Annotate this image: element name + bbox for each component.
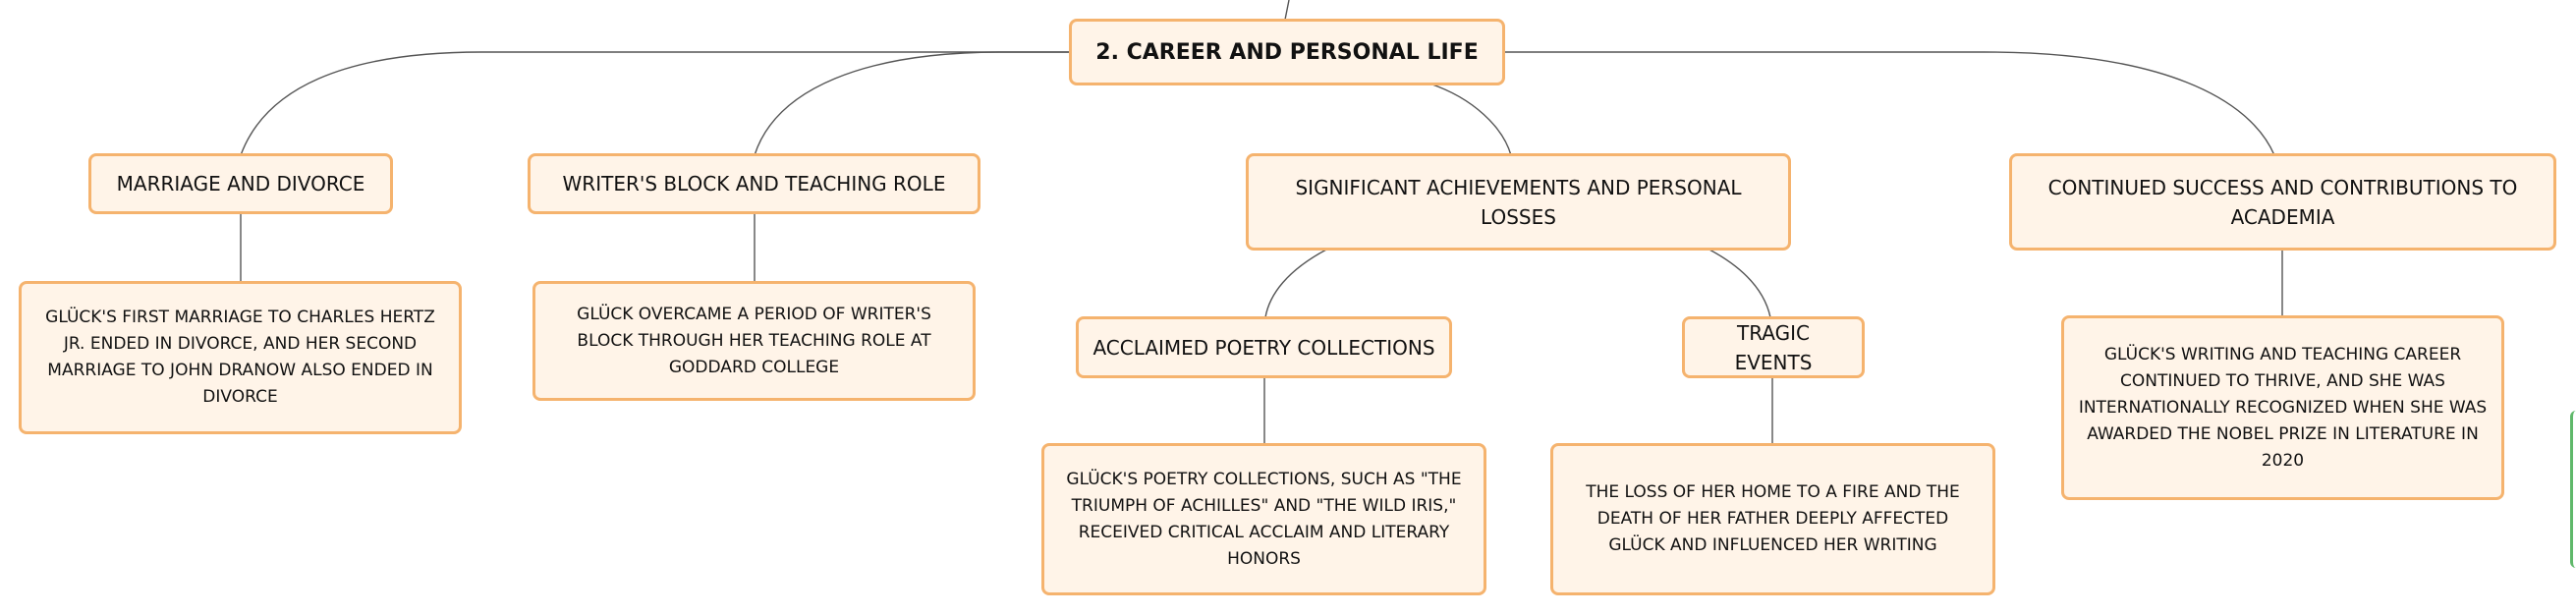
topic-node-marriage-and-divorce[interactable]: MARRIAGE AND DIVORCE [88,153,393,214]
topic-node-achievements-and-losses[interactable]: SIGNIFICANT ACHIEVEMENTS AND PERSONAL LO… [1246,153,1791,251]
connector-root-to-achievements [1428,83,1512,156]
root-node[interactable]: 2. CAREER AND PERSONAL LIFE [1069,19,1505,85]
detail-node-text: GLÜCK'S FIRST MARRIAGE TO CHARLES HERTZ … [45,308,435,407]
connector-achievements-to-tragic [1707,248,1771,318]
subtopic-node-tragic-events[interactable]: TRAGIC EVENTS [1682,316,1865,378]
detail-node-text: GLÜCK'S WRITING AND TEACHING CAREER CONT… [2078,344,2488,471]
connector-parent-to-root [1284,0,1290,21]
detail-node-writers-block[interactable]: GLÜCK OVERCAME A PERIOD OF WRITER'S BLOC… [532,281,976,401]
subtopic-node-label: ACCLAIMED POETRY COLLECTIONS [1092,335,1435,360]
connector-achievements-to-poetry [1264,248,1329,318]
topic-node-label: MARRIAGE AND DIVORCE [116,172,365,196]
topic-node-writers-block[interactable]: WRITER'S BLOCK AND TEACHING ROLE [528,153,980,214]
connector-root-to-marriage [240,51,1071,156]
root-node-label: 2. CAREER AND PERSONAL LIFE [1095,39,1479,65]
subtopic-node-label: TRAGIC EVENTS [1734,320,1813,374]
detail-node-poetry[interactable]: GLÜCK'S POETRY COLLECTIONS, SUCH AS "THE… [1041,443,1486,595]
topic-node-continued-success[interactable]: CONTINUED SUCCESS AND CONTRIBUTIONS TO A… [2009,153,2556,251]
topic-node-label: CONTINUED SUCCESS AND CONTRIBUTIONS TO A… [2047,175,2518,229]
detail-node-tragic[interactable]: THE LOSS OF HER HOME TO A FIRE AND THE D… [1550,443,1995,595]
topic-node-label: WRITER'S BLOCK AND TEACHING ROLE [562,172,946,196]
connector-root-to-continued-success [1503,51,2275,156]
detail-node-continued-success[interactable]: GLÜCK'S WRITING AND TEACHING CAREER CONT… [2061,315,2504,500]
topic-node-label: SIGNIFICANT ACHIEVEMENTS AND PERSONAL LO… [1295,175,1742,229]
detail-node-text: GLÜCK OVERCAME A PERIOD OF WRITER'S BLOC… [577,304,931,377]
detail-node-text: GLÜCK'S POETRY COLLECTIONS, SUCH AS "THE… [1066,469,1462,569]
detail-node-marriage[interactable]: GLÜCK'S FIRST MARRIAGE TO CHARLES HERTZ … [19,281,462,434]
detail-node-text: THE LOSS OF HER HOME TO A FIRE AND THE D… [1586,482,1960,555]
offscreen-node-edge [2570,411,2576,568]
subtopic-node-acclaimed-poetry[interactable]: ACCLAIMED POETRY COLLECTIONS [1076,316,1452,378]
connector-root-to-writers-block [754,51,1071,156]
